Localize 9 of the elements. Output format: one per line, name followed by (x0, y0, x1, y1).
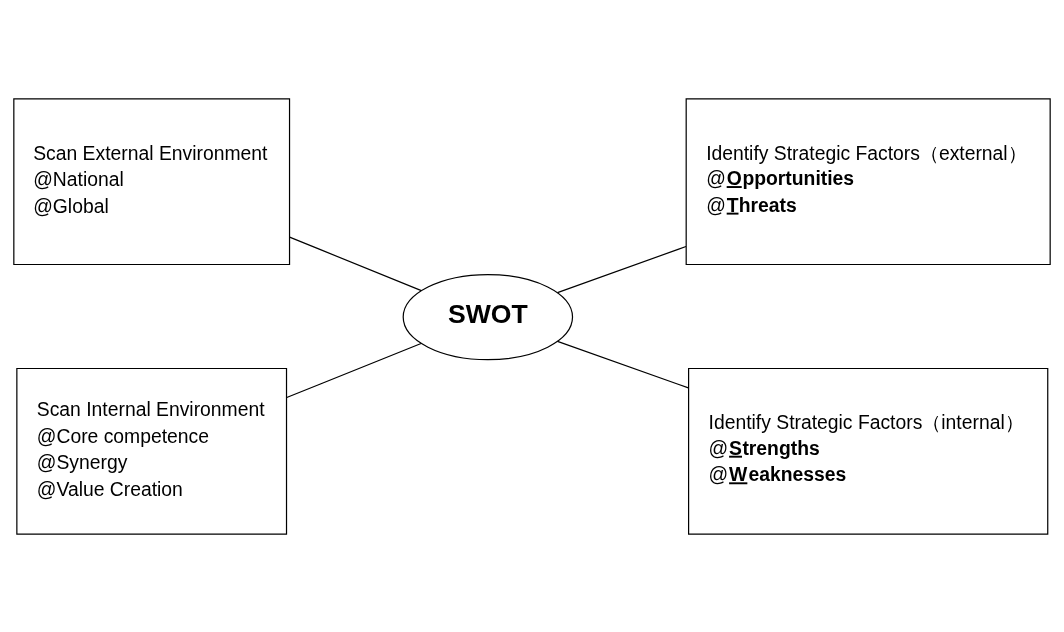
node-box: Scan Internal Environment @Core competence @Synergy @Value Creation (16, 367, 288, 535)
connector (556, 340, 690, 388)
node-box: Identify Strategic Factors（external） @Opportunities @Threats (685, 97, 1051, 265)
node-ellipse: SWOT (402, 273, 574, 360)
node-box: Identify Strategic Factors（internal） @Strengths @Weaknesses (688, 367, 1049, 535)
connector (286, 342, 422, 398)
connector (289, 236, 422, 291)
connector (556, 245, 687, 293)
node-box: Scan External Environment @National @Global (13, 97, 291, 265)
